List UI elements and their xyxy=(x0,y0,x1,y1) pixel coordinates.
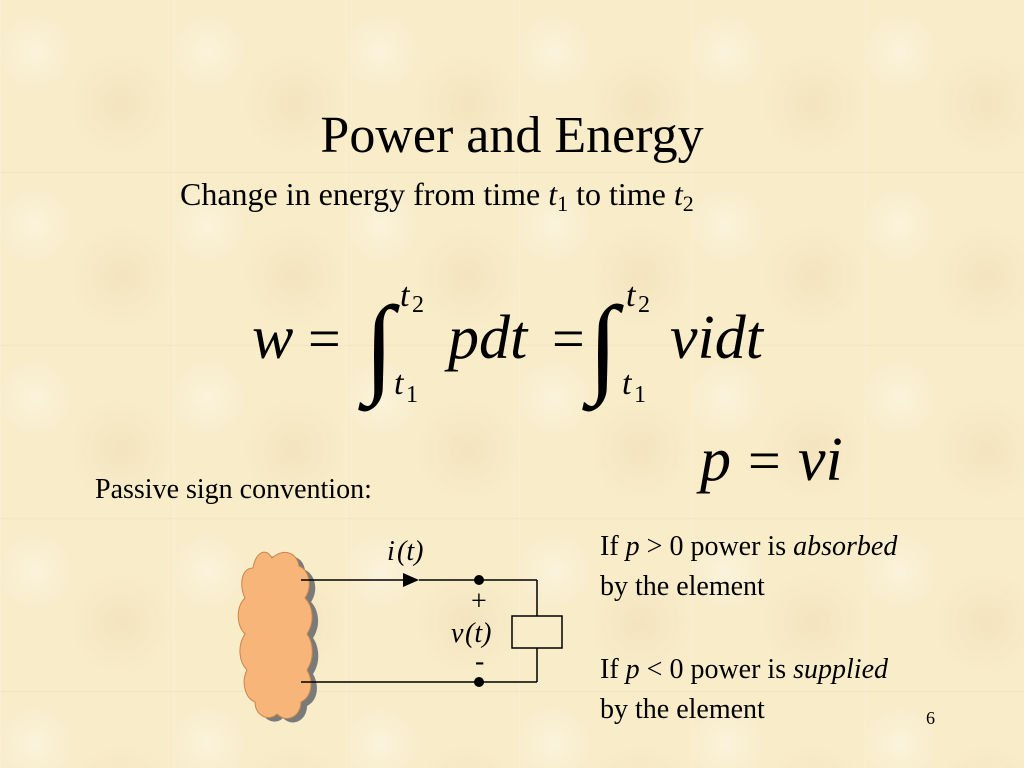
integrand-vidt: vidt xyxy=(670,304,765,372)
plus-sign: + xyxy=(471,586,487,617)
top-terminal-node xyxy=(474,575,484,585)
int2-upper-var: t xyxy=(626,277,637,314)
power-rhs-vi: vi xyxy=(798,426,843,494)
power-lhs-p: p xyxy=(696,426,731,494)
int1-lower-var: t xyxy=(394,365,405,402)
energy-equation: w = ∫ t 2 t 1 pdt = ∫ t 2 t 1 vidt xyxy=(252,277,765,412)
slide-subtitle: Change in energy from time t1 to time t2 xyxy=(180,174,694,224)
element-box xyxy=(511,615,563,649)
voltage-label-arg: (t) xyxy=(465,618,491,649)
circuit-diagram: i (t) + v (t) - xyxy=(237,536,563,723)
int2-lower-var: t xyxy=(622,365,633,402)
minus-sign: - xyxy=(475,646,484,677)
int2-upper-sub: 2 xyxy=(638,292,650,318)
note2-condition: < 0 power is xyxy=(639,654,794,685)
page-number: 6 xyxy=(926,708,935,728)
current-label-arg: (t) xyxy=(397,536,423,567)
integrand-pdt: pdt xyxy=(444,304,529,372)
voltage-label-var: v xyxy=(451,618,464,649)
note1-emphasis: absorbed xyxy=(793,531,898,562)
eq-equals-1: = xyxy=(308,306,341,371)
source-blob xyxy=(237,551,313,719)
note1-var: p xyxy=(625,531,640,562)
note2-emphasis: supplied xyxy=(793,654,888,685)
subtitle-prefix: Change in energy from time xyxy=(180,176,549,212)
note-supplied: If p < 0 power is supplied by the elemen… xyxy=(600,650,888,730)
int1-lower-sub: 1 xyxy=(406,382,418,408)
eq-equals-2: = xyxy=(552,306,585,371)
int1-upper-sub: 2 xyxy=(412,292,424,318)
note-supplied-line1: If p < 0 power is supplied xyxy=(600,650,888,690)
passive-sign-label: Passive sign convention: xyxy=(95,474,372,505)
integral-sign-1: ∫ xyxy=(358,284,400,412)
note2-var: p xyxy=(625,654,640,685)
note-absorbed-line2: by the element xyxy=(600,571,765,602)
current-arrow xyxy=(403,573,419,587)
note-absorbed: If p > 0 power is absorbed by the elemen… xyxy=(600,527,897,607)
subtitle-t1-sub: 1 xyxy=(557,191,569,216)
subtitle-t2-sub: 2 xyxy=(682,191,694,216)
note2-prefix: If xyxy=(600,654,626,685)
bottom-terminal-node xyxy=(474,677,484,687)
int2-lower-sub: 1 xyxy=(634,382,646,408)
slide-title: Power and Energy xyxy=(320,107,704,164)
eq-lhs-w: w xyxy=(252,304,293,372)
subtitle-t2-var: t xyxy=(673,176,683,212)
note1-prefix: If xyxy=(600,531,626,562)
note-supplied-line2: by the element xyxy=(600,694,765,725)
power-equation: p = vi xyxy=(696,426,843,494)
power-equals: = xyxy=(748,428,781,493)
note-absorbed-line1: If p > 0 power is absorbed xyxy=(600,527,897,567)
subtitle-t1-var: t xyxy=(548,176,558,212)
int1-upper-var: t xyxy=(400,277,411,314)
note1-condition: > 0 power is xyxy=(639,531,794,562)
integral-sign-2: ∫ xyxy=(582,284,624,412)
subtitle-middle: to time xyxy=(568,176,674,212)
current-label-var: i xyxy=(387,536,395,567)
